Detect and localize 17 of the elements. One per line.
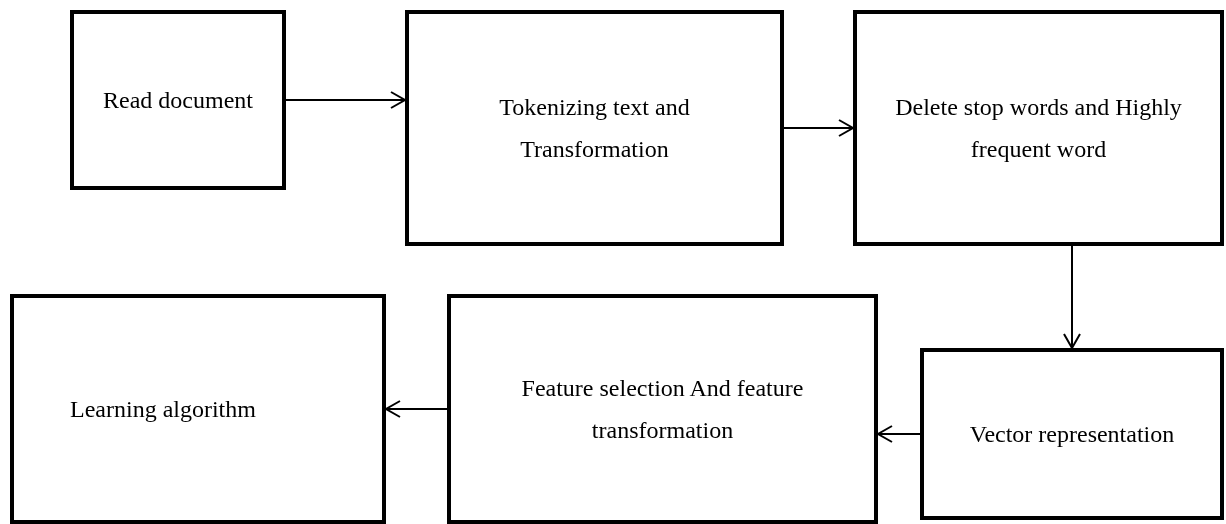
step-label: Tokenizing text and Transformation: [498, 93, 691, 164]
process-box: [853, 10, 1224, 246]
arrow: [783, 119, 854, 137]
process-box: [920, 348, 1224, 520]
step-label: Delete stop words and Highly frequent word: [894, 93, 1183, 164]
arrow: [877, 425, 921, 443]
arrow: [385, 400, 448, 418]
arrow: [285, 91, 406, 109]
step-label: Feature selection And feature transformation: [520, 374, 805, 445]
step-label: Learning algorithm: [70, 395, 256, 424]
process-box: [10, 294, 386, 524]
process-box: [70, 10, 286, 190]
step-label: Vector representation: [969, 420, 1175, 449]
process-box: [405, 10, 784, 246]
step-label: Read document: [103, 86, 253, 115]
process-box: [447, 294, 878, 524]
arrow: [1063, 245, 1081, 349]
